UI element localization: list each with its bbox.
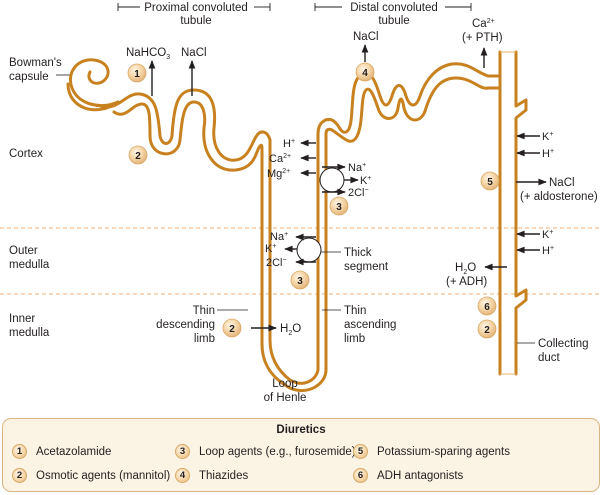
svg-text:Ca2+: Ca2+ bbox=[269, 153, 291, 165]
badge-3-cortex: 3 bbox=[329, 196, 349, 216]
legend-badge: 5 bbox=[353, 444, 368, 459]
legend-title: Diuretics bbox=[276, 424, 326, 436]
collecting-duct-2: duct bbox=[538, 352, 561, 364]
svg-text:(+ aldosterone): (+ aldosterone) bbox=[520, 191, 598, 203]
badge-3-medulla: 3 bbox=[290, 270, 310, 290]
thin-desc-3: limb bbox=[194, 333, 215, 345]
diuretics-legend: Diuretics 1 Acetazolamide 2 Osmotic agen… bbox=[2, 418, 600, 492]
distal-title-2: tubule bbox=[378, 15, 409, 27]
distal-bracket: Distal convoluted tubule bbox=[314, 2, 472, 27]
svg-text:3: 3 bbox=[336, 202, 342, 213]
thin-asc-3: limb bbox=[344, 333, 365, 345]
zone-inner-1: Inner bbox=[9, 313, 35, 325]
thick-segment-1: Thick bbox=[344, 247, 372, 259]
svg-text:2Cl−: 2Cl− bbox=[266, 257, 287, 269]
thin-desc-2: descending bbox=[156, 319, 215, 331]
legend-item: 4 Thiazides bbox=[175, 468, 248, 483]
proximal-bracket: Proximal convoluted tubule bbox=[117, 2, 271, 27]
proximal-title-2: tubule bbox=[180, 15, 211, 27]
zone-outer-1: Outer bbox=[9, 245, 38, 257]
zone-outer-2: medulla bbox=[9, 259, 50, 271]
svg-text:H+: H+ bbox=[542, 148, 554, 160]
legend-label: ADH antagonists bbox=[377, 469, 464, 482]
loop-henle-2: of Henle bbox=[264, 392, 307, 404]
svg-text:2: 2 bbox=[229, 324, 235, 335]
nkcc-transporter-cortex: Na+ K+ 2Cl− bbox=[319, 162, 371, 199]
svg-text:Na+: Na+ bbox=[270, 231, 288, 243]
badge-2-proximal: 2 bbox=[128, 145, 148, 165]
svg-text:Na+: Na+ bbox=[348, 162, 366, 174]
legend-label: Acetazolamide bbox=[36, 445, 112, 458]
zone-inner-2: medulla bbox=[9, 327, 50, 339]
ca-label: Ca2+ bbox=[472, 18, 495, 30]
svg-text:NaCl: NaCl bbox=[549, 177, 575, 189]
svg-text:Mg2+: Mg2+ bbox=[267, 168, 290, 180]
loop-henle-1: Loop bbox=[272, 378, 298, 390]
legend-label: Thiazides bbox=[199, 469, 249, 482]
badge-4: 4 bbox=[355, 62, 375, 82]
thin-desc-1: Thin bbox=[193, 305, 215, 317]
zone-cortex: Cortex bbox=[9, 148, 43, 160]
nahco3-label: NaHCO3 bbox=[126, 47, 170, 61]
svg-text:K+: K+ bbox=[542, 229, 553, 241]
legend-item: 2 Osmotic agents (mannitol) bbox=[12, 468, 170, 483]
nacl-distal-label: NaCl bbox=[353, 31, 379, 43]
svg-text:H+: H+ bbox=[542, 245, 554, 257]
svg-text:K+: K+ bbox=[360, 175, 371, 187]
legend-badge: 2 bbox=[12, 468, 27, 483]
svg-text:1: 1 bbox=[134, 69, 140, 80]
badge-5: 5 bbox=[480, 171, 500, 191]
legend-item: 5 Potassium-sparing agents bbox=[353, 444, 510, 459]
badge-2-collecting: 2 bbox=[477, 319, 497, 339]
legend-badge: 4 bbox=[175, 468, 190, 483]
svg-text:H2O: H2O bbox=[455, 262, 476, 276]
legend-label: Loop agents (e.g., furosemide) bbox=[199, 445, 356, 458]
svg-text:H+: H+ bbox=[283, 138, 295, 150]
legend-item: 1 Acetazolamide bbox=[12, 444, 111, 459]
collecting-duct-ions: K+ H+ NaCl (+ aldosterone) K+ H+ H2O (+ … bbox=[446, 131, 598, 288]
svg-text:6: 6 bbox=[484, 302, 490, 313]
pth-label: (+ PTH) bbox=[462, 32, 503, 44]
thin-asc-1: Thin bbox=[344, 305, 366, 317]
svg-text:2Cl−: 2Cl− bbox=[348, 187, 369, 199]
svg-text:K+: K+ bbox=[542, 131, 553, 143]
svg-text:3: 3 bbox=[297, 276, 303, 287]
badge-1: 1 bbox=[127, 63, 147, 83]
svg-text:5: 5 bbox=[487, 177, 493, 188]
badge-6: 6 bbox=[477, 296, 497, 316]
bowmans-label-2: capsule bbox=[9, 71, 49, 83]
nkcc-transporter-medulla: Na+ K+ 2Cl− bbox=[265, 231, 341, 269]
legend-badge: 6 bbox=[353, 468, 368, 483]
collecting-duct-1: Collecting bbox=[538, 338, 589, 350]
legend-item: 3 Loop agents (e.g., furosemide) bbox=[175, 444, 356, 459]
legend-label: Potassium-sparing agents bbox=[377, 445, 510, 458]
svg-text:2: 2 bbox=[135, 151, 141, 162]
h2o-thin-label: H2O bbox=[280, 323, 301, 337]
nephron-tubule bbox=[66, 50, 528, 393]
thin-asc-2: ascending bbox=[344, 319, 396, 331]
nacl-prox-label: NaCl bbox=[181, 47, 207, 59]
bowmans-label-1: Bowman's bbox=[9, 57, 62, 69]
svg-text:(+ ADH): (+ ADH) bbox=[446, 276, 487, 288]
proximal-title-1: Proximal convoluted bbox=[144, 2, 248, 14]
legend-badge: 3 bbox=[175, 444, 190, 459]
badge-2-thin: 2 bbox=[222, 318, 242, 338]
distal-title-1: Distal convoluted bbox=[350, 2, 438, 14]
legend-badge: 1 bbox=[12, 444, 27, 459]
tal-outward-ions: H+ Ca2+ Mg2+ bbox=[267, 138, 316, 180]
svg-text:2: 2 bbox=[484, 325, 490, 336]
svg-text:K+: K+ bbox=[265, 243, 276, 255]
thick-segment-2: segment bbox=[344, 261, 389, 273]
legend-label: Osmotic agents (mannitol) bbox=[36, 469, 171, 482]
svg-text:4: 4 bbox=[362, 68, 368, 79]
legend-item: 6 ADH antagonists bbox=[353, 468, 463, 483]
